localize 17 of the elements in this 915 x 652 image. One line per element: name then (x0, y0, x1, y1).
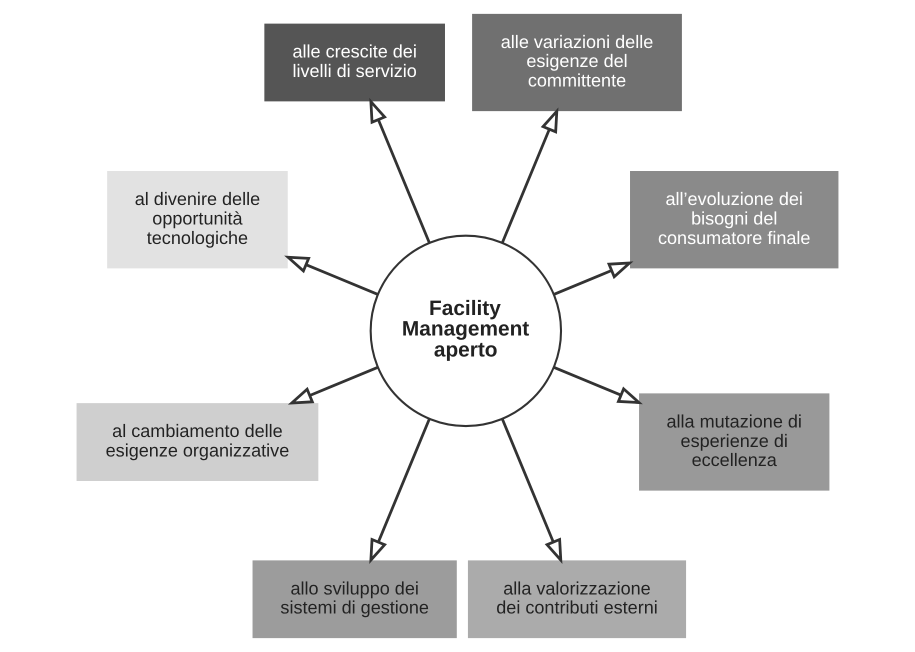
arrow (554, 366, 643, 404)
node-box: alle crescite dei livelli di servizio (264, 24, 445, 102)
node-box: alla mutazione di esperienze di eccellenza (639, 393, 830, 491)
arrow (369, 418, 431, 564)
arrow (288, 366, 378, 405)
node-circle: Facility Management aperto (370, 234, 562, 428)
node-box: allo sviluppo dei sistemi di gestione (252, 560, 457, 638)
arrow (501, 107, 558, 244)
arrow (369, 98, 431, 244)
node-box: al divenire delle opportunità tecnologiche (107, 171, 288, 268)
arrow (501, 418, 562, 564)
node-box: al cambiamento delle esigenze organizzative (76, 403, 318, 481)
arrow (554, 261, 634, 296)
node-box: alla valorizzazione dei contributi esterni (468, 560, 686, 638)
node-box: all’evoluzione dei bisogni del consumatore finale (630, 171, 838, 268)
arrow (284, 256, 378, 296)
node-box: alle variazioni delle esigenze del committente (472, 14, 682, 112)
